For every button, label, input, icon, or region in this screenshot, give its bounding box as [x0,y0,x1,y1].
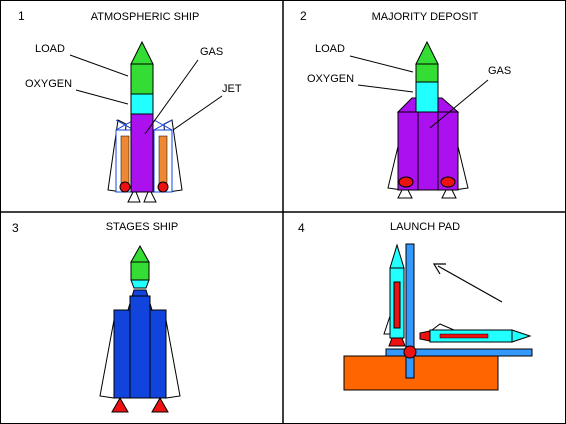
right-strut-b [153,119,173,131]
load-section [130,63,154,95]
panel-4: 4 LAUNCH PAD [298,221,533,391]
leader-oxygen [75,89,129,105]
panel-2-title: MAJORITY DEPOSIT [372,11,479,23]
panel-1: 1 ATMOSPHERIC SHIP LOAD OXYGEN GAS JET [18,9,242,203]
lying-rocket-fin [430,323,455,331]
label-jet: JET [222,83,242,95]
pivot-joint [403,345,417,359]
panel-3: 3 STAGES SHIP [12,221,181,413]
left-engine [398,176,414,188]
label-load: LOAD [35,43,65,55]
right-jet-engine [157,181,169,193]
core-nozzle-left [127,191,141,203]
core-stage [129,295,151,399]
leader-gas [429,79,489,129]
launch-base [343,355,499,391]
raise-arrow-shaft [437,265,503,303]
standing-rocket-fin [383,315,391,335]
oxygen-section [130,93,154,115]
leader-jet [172,95,223,131]
raise-arrow-head [432,263,446,275]
panel-3-number: 3 [12,221,19,235]
horizontal-beam [385,348,533,357]
left-jet-engine [119,181,131,193]
leader-load [69,54,129,77]
leader-load [349,55,414,73]
left-nozzle [397,189,413,199]
right-jet-tank [158,135,168,189]
label-load: LOAD [315,43,345,55]
left-engine [111,396,129,413]
left-jet-tank [120,135,130,189]
right-booster [149,309,167,399]
panel-4-title: LAUNCH PAD [390,221,460,233]
label-oxygen: OXYGEN [25,78,72,90]
lying-rocket-engine [419,330,431,342]
standing-rocket-engine [388,337,406,347]
panel-1-number: 1 [18,9,25,23]
right-engine [440,176,456,188]
payload-nozzle [130,279,150,289]
gas-section [130,113,154,193]
launch-tower [405,243,415,379]
label-gas: GAS [200,46,223,58]
right-engine [151,396,169,413]
payload-stage [130,261,150,281]
label-gas: GAS [488,65,511,77]
panel-4-number: 4 [298,221,305,235]
right-nozzle [441,189,457,199]
load-section [415,63,439,83]
label-oxygen: OXYGEN [307,73,354,85]
panel-1-title: ATMOSPHERIC SHIP [91,11,200,23]
leader-gas [144,59,199,135]
panel-3-title: STAGES SHIP [106,221,179,233]
standing-rocket-tank [393,281,401,329]
panel-2-number: 2 [300,9,307,23]
panel-2: 2 MAJORITY DEPOSIT LOAD OXYGEN GAS [300,9,511,199]
lying-rocket-tank [439,333,489,339]
oxygen-section [415,81,439,113]
leader-oxygen [357,84,414,93]
core-nozzle-right [143,191,157,203]
left-booster [113,309,131,399]
